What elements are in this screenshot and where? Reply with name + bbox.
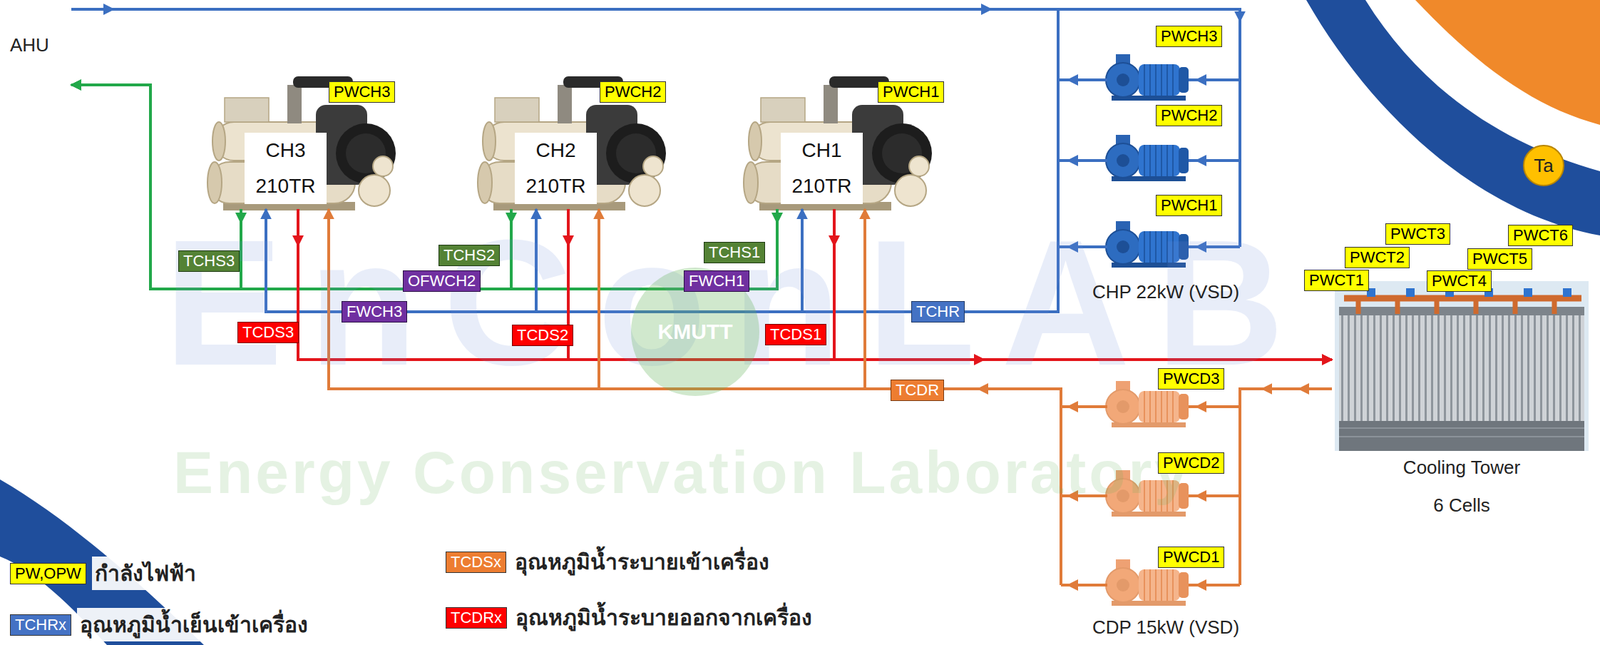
sensor-tag: TCHS1: [703, 241, 766, 264]
cooling-tower-illustration: [1358, 298, 1555, 314]
node-label: CH1: [785, 132, 859, 169]
power-tag: PWCH3: [328, 81, 396, 103]
pump-illustration: [1105, 54, 1189, 101]
node-label: CDP 15kW (VSD): [1092, 616, 1240, 638]
cooling-tower-illustration: [1562, 288, 1572, 297]
cooling-tower-illustration: [1339, 427, 1585, 437]
node-label: CH2: [519, 132, 593, 169]
power-tag: PWCH1: [877, 81, 945, 103]
sensor-tag: TCDS1: [765, 323, 827, 346]
node-label: CH3: [248, 132, 323, 169]
corner-decoration: [1306, 0, 1600, 236]
cooling-tower-illustration: [1334, 280, 1589, 451]
cooling-tower-illustration: [1339, 420, 1585, 451]
flow-tag: OFWCH2: [402, 270, 481, 292]
legend-text: กำลังไฟฟ้า: [91, 556, 199, 590]
node-label: 210TR: [519, 168, 593, 204]
legend-row: TCDSx อุณหภูมิน้ำระบายเข้าเครื่อง: [445, 544, 773, 579]
node-label: CHP 22kW (VSD): [1092, 280, 1240, 303]
pipe-connector: [71, 84, 241, 289]
chiller-illustration: [207, 76, 932, 211]
flow-arrow: [1195, 578, 1207, 591]
watermark-text: Energy Conservation Laboratory: [173, 442, 1191, 502]
power-tag: PWCT2: [1344, 246, 1410, 269]
power-tag: PWCT1: [1304, 269, 1369, 291]
chiller-illustration: [477, 76, 666, 211]
legend-text: อุณหภูมิน้ำระบายเข้าเครื่อง: [511, 544, 773, 579]
cooling-tower: Cooling Tower6 Cells: [1331, 278, 1592, 525]
power-tag: PWCH2: [1155, 104, 1223, 127]
flow-tag: FWCH1: [683, 270, 750, 292]
power-tag: PWCD2: [1157, 452, 1225, 474]
legend-swatch: TCDSx: [445, 551, 507, 573]
cooling-tower-illustration: [1339, 306, 1585, 316]
chiller-illustration: [207, 76, 396, 211]
power-tag: PWCD1: [1157, 546, 1225, 568]
legend-code: PW,OPW: [14, 563, 82, 583]
power-tag: PWCH3: [1155, 25, 1223, 48]
cooling-tower-illustration: [1334, 280, 1589, 451]
legend-code: TCHRx: [14, 615, 67, 634]
node-label: 6 Cells: [1433, 486, 1490, 525]
sensor-tag: TCDS2: [511, 324, 574, 346]
legend-row: TCHRx อุณหภูมิน้ำเย็นเข้าเครื่อง: [9, 607, 311, 641]
node-label: Cooling Tower: [1403, 448, 1521, 487]
power-tag: PWCD3: [1157, 367, 1225, 390]
power-tag: PWCH2: [599, 81, 666, 103]
legend-code: TCDSx: [450, 552, 502, 572]
flow-arrow: [1066, 74, 1079, 86]
cooling-tower-illustration: [1344, 295, 1582, 302]
legend-text: อุณหภูมิน้ำเย็นเข้าเครื่อง: [77, 607, 311, 641]
power-tag: PWCH1: [1155, 194, 1223, 217]
sensor-tag: TCDS3: [237, 321, 299, 343]
node-label: Ta: [1533, 154, 1553, 177]
flow-tag: FWCH3: [341, 300, 408, 323]
node-label: 210TR: [248, 168, 323, 204]
legend-code: TCDRx: [450, 608, 502, 627]
power-tag: PWCT3: [1385, 223, 1451, 245]
legend-row: TCDRx อุณหภูมิน้ำระบายออกจากเครื่อง: [445, 600, 815, 634]
sensor-tag: TCDR: [890, 379, 945, 401]
pump-group: CDP 15kW (VSD): [1069, 367, 1263, 642]
legend-swatch: TCDRx: [445, 606, 507, 629]
sensor-circle: Ta: [1522, 144, 1565, 187]
cooling-tower-illustration: [1523, 288, 1533, 297]
flow-arrow: [1195, 154, 1207, 167]
legend-swatch: PW,OPW: [9, 562, 87, 584]
flow-arrow: [1066, 400, 1079, 413]
flow-arrow: [1195, 74, 1207, 86]
flow-arrow: [1066, 578, 1079, 591]
air-handling-unit: AHU: [7, 5, 72, 90]
pump-illustration: [1105, 134, 1189, 182]
power-tag: PWCT5: [1467, 248, 1533, 270]
flow-arrow: [1195, 400, 1207, 413]
node-label: 210TR: [785, 168, 859, 204]
node-label: AHU: [9, 34, 72, 56]
power-tag: PWCT6: [1508, 224, 1573, 246]
cooling-tower-illustration: [1339, 313, 1585, 421]
connector-layer: [71, 9, 1332, 496]
cooling-tower-illustration: [1406, 288, 1415, 297]
sensor-tag: TCHS3: [178, 250, 240, 272]
legend-row: PW,OPW กำลังไฟฟ้า: [9, 556, 199, 590]
label-panel: CH3210TR: [244, 132, 327, 204]
pump-group: CHP 22kW (VSD): [1069, 21, 1263, 307]
power-tag: PWCT4: [1426, 270, 1492, 292]
label-panel: CH2210TR: [514, 132, 597, 204]
label-panel: CH1210TR: [780, 132, 863, 204]
pipe-connector: [71, 9, 1240, 22]
legend-swatch: TCHRx: [9, 613, 72, 636]
legend-text: อุณหภูมิน้ำระบายออกจากเครื่อง: [512, 600, 815, 634]
sensor-tag: TCHR: [911, 300, 965, 323]
sensor-tag: TCHS2: [438, 244, 500, 266]
flow-arrow: [1195, 489, 1207, 502]
